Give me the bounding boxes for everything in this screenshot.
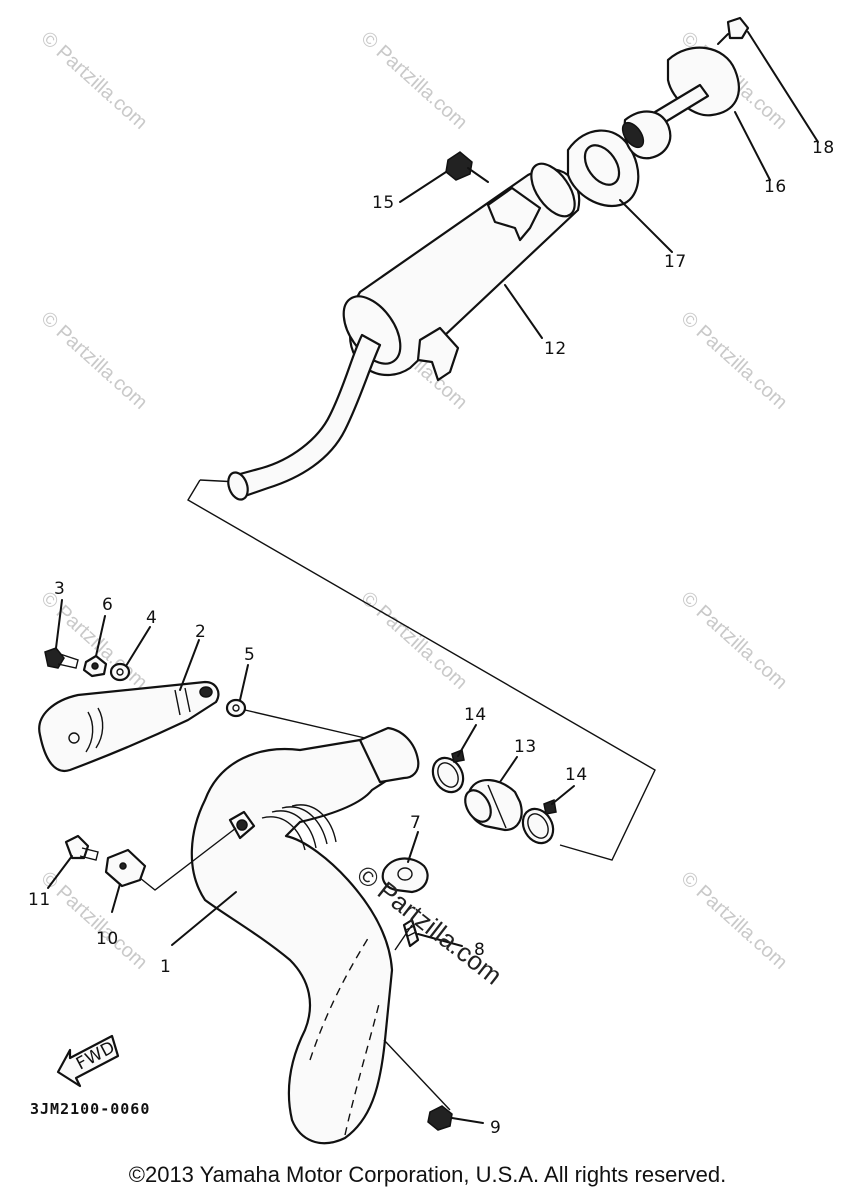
washer-part-5[interactable] — [225, 698, 247, 718]
diagram-part-code: 3JM2100-0060 — [30, 1100, 150, 1118]
callout-3: 3 — [54, 579, 65, 599]
watermark: © Partzilla.com — [677, 867, 792, 974]
callout-14: 14 — [565, 765, 588, 785]
watermark: © Partzilla.com — [37, 307, 152, 414]
damper-part-10[interactable] — [104, 848, 147, 888]
callout-18: 18 — [812, 138, 835, 158]
callout-12: 12 — [544, 339, 567, 359]
forward-label: FWD — [73, 1037, 119, 1074]
callout-17: 17 — [664, 252, 687, 272]
watermark: © Partzilla.com — [357, 27, 472, 134]
bolt-part-15[interactable] — [445, 151, 489, 183]
copyright-notice: ©2013 Yamaha Motor Corporation, U.S.A. A… — [128, 1162, 727, 1187]
watermark: © Partzilla.com — [37, 587, 152, 694]
gasket-part-7[interactable] — [381, 857, 429, 894]
callout-1: 1 — [160, 957, 171, 977]
watermark: © Partzilla.com — [357, 587, 472, 694]
washer-part-4[interactable] — [109, 662, 131, 682]
callout-2: 2 — [195, 622, 206, 642]
expansion-chamber-part-1[interactable] — [190, 726, 420, 1145]
clamp-part-14[interactable] — [427, 748, 469, 798]
watermark: © Partzilla.com — [37, 27, 152, 134]
callout-4: 4 — [146, 608, 157, 628]
callout-5: 5 — [244, 645, 255, 665]
bolt-part-18[interactable] — [717, 16, 750, 45]
callout-10: 10 — [96, 929, 119, 949]
muffler-part-12[interactable] — [225, 156, 584, 502]
forward-arrow-icon: FWD — [56, 1034, 120, 1088]
callout-13: 13 — [514, 737, 537, 757]
callout-7: 7 — [410, 813, 421, 833]
callout-8: 8 — [474, 940, 485, 960]
callout-14: 14 — [464, 705, 487, 725]
joint-part-13[interactable] — [460, 779, 523, 832]
gasket-part-17[interactable] — [566, 129, 640, 208]
callout-numbers: 3 6 4 2 5 14 13 14 7 8 9 11 10 1 15 12 1… — [28, 138, 835, 1138]
callout-9: 9 — [490, 1118, 501, 1138]
callout-6: 6 — [102, 595, 113, 615]
callout-16: 16 — [764, 177, 787, 197]
clamp-part-14[interactable] — [517, 798, 559, 849]
bolt-part-11[interactable] — [64, 834, 99, 861]
stud-part-8[interactable] — [402, 918, 420, 948]
bracket-part-2[interactable] — [38, 680, 220, 773]
watermark: © Partzilla.com — [677, 307, 792, 414]
nut-part-9[interactable] — [427, 1105, 453, 1131]
callout-15: 15 — [372, 193, 395, 213]
watermark: © Partzilla.com — [677, 587, 792, 694]
watermark: © Partzilla.com — [37, 867, 152, 974]
spark-arrester-part-16[interactable] — [618, 46, 740, 160]
callout-11: 11 — [28, 890, 51, 910]
bolt-part-3[interactable] — [44, 647, 79, 669]
leader-lines — [47, 31, 819, 1124]
